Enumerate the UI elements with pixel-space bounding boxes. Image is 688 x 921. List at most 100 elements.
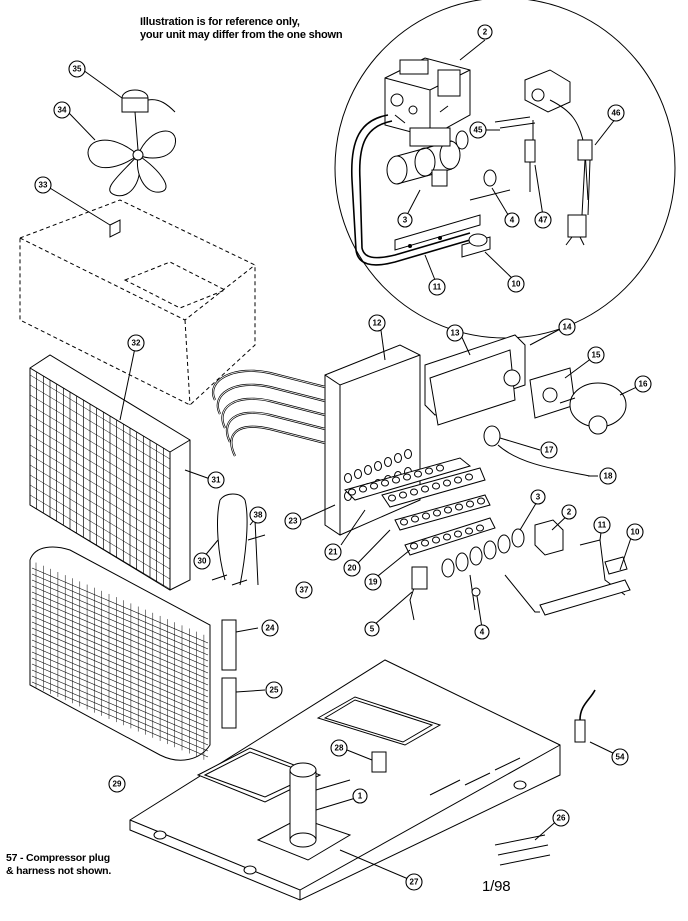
svg-text:16: 16 [639, 380, 648, 389]
orifice-assembly [386, 127, 469, 187]
callout-11: 11 [428, 278, 446, 296]
heat-exchanger [212, 344, 421, 536]
reference-note-line1: Illustration is for reference only, [140, 16, 300, 28]
callout-25: 25 [265, 681, 283, 699]
svg-text:47: 47 [539, 216, 548, 225]
callout-2b: 2 [561, 504, 577, 520]
pressure-switch [483, 425, 591, 477]
svg-text:30: 30 [198, 557, 207, 566]
svg-text:19: 19 [369, 578, 378, 587]
callout-1: 1 [352, 788, 368, 804]
callout-3b: 3 [530, 489, 546, 505]
brackets [211, 493, 266, 729]
svg-text:23: 23 [289, 517, 298, 526]
callout-4: 4 [504, 212, 520, 228]
igniter-assembly [494, 69, 593, 246]
callout-24: 24 [261, 619, 279, 637]
callout-37: 37 [295, 581, 313, 599]
compressor-note-line2: & harness not shown. [6, 865, 112, 877]
svg-text:17: 17 [545, 446, 554, 455]
callout-34: 34 [53, 101, 71, 119]
svg-text:10: 10 [631, 528, 640, 537]
svg-text:2: 2 [483, 28, 488, 37]
svg-text:21: 21 [329, 548, 338, 557]
top-cover [19, 199, 256, 406]
svg-text:35: 35 [73, 65, 82, 74]
callout-27: 27 [405, 873, 423, 891]
svg-text:3: 3 [536, 493, 541, 502]
svg-text:46: 46 [612, 109, 621, 118]
svg-text:4: 4 [510, 216, 515, 225]
callout-33: 33 [34, 176, 52, 194]
svg-text:3: 3 [403, 216, 408, 225]
callout-11b: 11 [593, 516, 611, 534]
callout-28: 28 [330, 739, 348, 757]
svg-text:1: 1 [358, 792, 363, 801]
service-valve [579, 689, 596, 721]
callout-10: 10 [507, 275, 525, 293]
callout-14: 14 [558, 318, 576, 336]
compressor-note-line1: 57 - Compressor plug [6, 852, 110, 864]
callout-31: 31 [207, 471, 225, 489]
svg-text:11: 11 [598, 521, 607, 530]
gas-train [409, 519, 631, 621]
svg-text:31: 31 [212, 476, 221, 485]
callout-47: 47 [534, 211, 552, 229]
callout-30: 30 [193, 552, 211, 570]
callout-2: 2 [477, 24, 493, 40]
callout-17: 17 [540, 441, 558, 459]
svg-text:26: 26 [557, 814, 566, 823]
svg-text:2: 2 [567, 508, 572, 517]
coil-guard [29, 546, 211, 761]
callout-29: 29 [108, 775, 126, 793]
fan-motor-assembly [87, 89, 177, 197]
callout-16: 16 [634, 375, 652, 393]
condenser-coil [29, 354, 191, 591]
callout-45: 45 [469, 121, 487, 139]
filter-drier [371, 751, 387, 773]
inducer-assembly [424, 334, 627, 435]
svg-text:45: 45 [474, 126, 483, 135]
callout-19: 19 [364, 573, 382, 591]
svg-text:32: 32 [132, 339, 141, 348]
svg-text:34: 34 [58, 106, 67, 115]
callout-10b: 10 [626, 523, 644, 541]
compressor-note: 57 - Compressor plug & harness not shown… [6, 852, 111, 878]
svg-text:27: 27 [410, 878, 419, 887]
callout-13: 13 [446, 324, 464, 342]
callout-32: 32 [127, 334, 145, 352]
callouts: 2 45 46 3 4 47 11 10 35 34 33 32 31 30 3… [34, 24, 652, 891]
callout-26: 26 [552, 809, 570, 827]
callout-20: 20 [343, 559, 361, 577]
svg-text:54: 54 [616, 753, 625, 762]
callout-15: 15 [587, 346, 605, 364]
gas-controls-inset [334, 0, 676, 339]
callout-5: 5 [364, 621, 380, 637]
reference-note-line2: your unit may differ from the one shown [140, 29, 343, 41]
leader-lines [44, 39, 642, 882]
svg-text:11: 11 [433, 283, 442, 292]
svg-text:10: 10 [512, 280, 521, 289]
svg-text:33: 33 [39, 181, 48, 190]
callout-35: 35 [68, 60, 86, 78]
svg-text:20: 20 [348, 564, 357, 573]
base-pan [129, 659, 561, 901]
svg-text:14: 14 [563, 323, 572, 332]
revision-date: 1/98 [482, 878, 511, 895]
callout-23: 23 [284, 512, 302, 530]
compressor [256, 762, 352, 861]
burner-assembly [344, 457, 496, 556]
svg-text:37: 37 [300, 586, 309, 595]
svg-text:13: 13 [451, 329, 460, 338]
callout-46: 46 [607, 104, 625, 122]
callout-38: 38 [249, 506, 267, 524]
callout-18: 18 [599, 467, 617, 485]
svg-text:4: 4 [480, 628, 485, 637]
svg-text:15: 15 [592, 351, 601, 360]
svg-text:24: 24 [266, 624, 275, 633]
callout-21: 21 [324, 543, 342, 561]
svg-text:38: 38 [254, 511, 263, 520]
svg-text:18: 18 [604, 472, 613, 481]
svg-text:25: 25 [270, 686, 279, 695]
